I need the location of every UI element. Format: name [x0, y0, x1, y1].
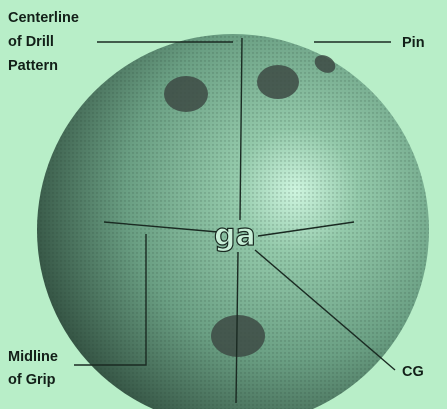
thumb-hole: [211, 315, 265, 357]
centerline-label-line-3: Pattern: [8, 58, 58, 74]
centerline-label-line-1: Centerline: [8, 10, 79, 26]
midline-label: Midline of Grip: [8, 349, 62, 388]
centerline-label-line-2: of Drill: [8, 34, 54, 50]
finger-hole-right: [257, 65, 299, 99]
centerline-label: Centerline of Drill Pattern: [8, 10, 83, 74]
cg-label: CG: [402, 364, 424, 380]
finger-hole-left: [164, 76, 208, 112]
pin-label: Pin: [402, 35, 425, 51]
midline-label-line-1: Midline: [8, 349, 58, 365]
logo-mark: ga: [214, 218, 256, 253]
midline-label-line-2: of Grip: [8, 372, 56, 388]
